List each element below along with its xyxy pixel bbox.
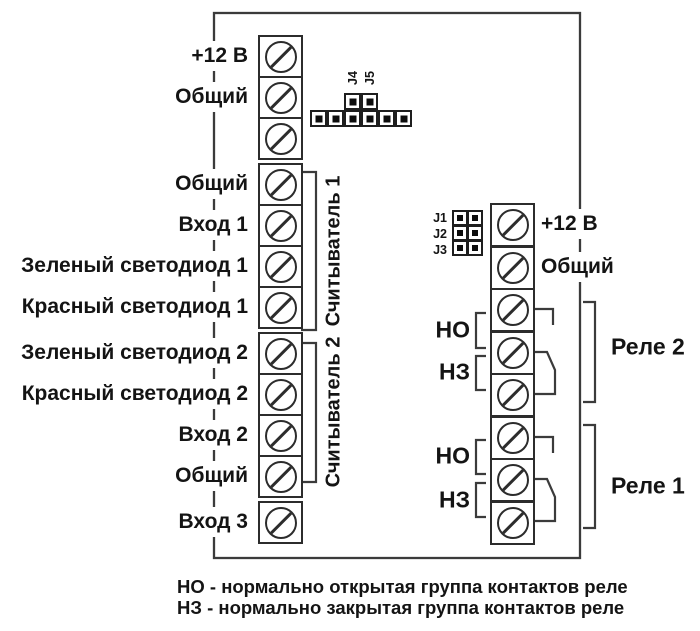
right-terminal-1	[490, 203, 535, 247]
side-jumper-pin-r3c1	[452, 240, 468, 256]
left-terminal-3	[258, 117, 303, 160]
left-terminal-6	[258, 245, 303, 288]
left-terminal-1	[258, 35, 303, 78]
relay1-nc-contact-symbol	[535, 477, 557, 523]
board-outline	[212, 11, 582, 560]
screw-terminal-icon	[496, 464, 529, 496]
screw-terminal-icon	[496, 252, 529, 284]
left-terminal-label-7: Красный светодиод 1	[16, 291, 250, 322]
top-jumper-pin-2	[327, 110, 344, 127]
left-terminal-2	[258, 76, 303, 119]
side-jumper-pin-r2c2	[467, 225, 483, 241]
right-terminal-3	[490, 288, 535, 332]
jumper-j5-label: J5	[363, 71, 377, 85]
left-terminal-label-10: Вход 2	[173, 419, 250, 450]
left-terminal-label-5: Вход 1	[173, 209, 250, 240]
screw-terminal-icon	[264, 506, 297, 539]
right-terminal-2	[490, 246, 535, 290]
screw-terminal-icon	[264, 337, 297, 370]
right-terminal-7	[490, 458, 535, 502]
screw-terminal-icon	[264, 122, 297, 155]
screw-terminal-icon	[264, 291, 297, 324]
side-jumper-pin-r3c2	[467, 240, 483, 256]
relay2-nc-label: НЗ	[438, 358, 470, 385]
left-terminal-7	[258, 286, 303, 329]
screw-terminal-icon	[264, 209, 297, 242]
left-terminal-label-9: Красный светодиод 2	[16, 378, 250, 409]
screw-terminal-icon	[264, 40, 297, 73]
left-terminal-9	[258, 373, 303, 416]
screw-terminal-icon	[264, 81, 297, 114]
screw-terminal-icon	[264, 419, 297, 452]
right-terminal-label-common: Общий	[536, 252, 619, 282]
left-terminal-10	[258, 414, 303, 457]
screw-terminal-icon	[264, 250, 297, 283]
top-jumper-pin-6	[395, 110, 412, 127]
screw-terminal-icon	[496, 379, 529, 411]
left-terminal-12	[258, 501, 303, 544]
relay2-no-contact-symbol	[535, 307, 555, 325]
reader2-bracket	[301, 341, 318, 484]
top-jumper-upper-pin-1	[344, 93, 361, 110]
left-terminal-label-11: Общий	[170, 460, 250, 491]
right-terminal-6	[490, 416, 535, 460]
jumper-j1-label: J1	[433, 211, 447, 225]
screw-terminal-icon	[496, 337, 529, 369]
top-jumper-pin-5	[378, 110, 395, 127]
side-jumper-pin-r1c2	[467, 210, 483, 226]
relay2-nc-contact-symbol	[535, 350, 557, 396]
reader2-label: Считыватель 2	[322, 336, 345, 488]
relay1-group-bracket	[583, 423, 597, 530]
left-terminal-label-2: Общий	[170, 81, 250, 112]
relay1-name: Реле 1	[611, 472, 685, 499]
legend-nc-line: НЗ - нормально закрытая группа контактов…	[177, 597, 625, 618]
right-terminal-label-12v: +12 В	[536, 209, 603, 239]
left-terminal-label-4: Общий	[170, 168, 250, 199]
top-jumper-upper-pin-2	[361, 93, 378, 110]
screw-terminal-icon	[496, 422, 529, 454]
screw-terminal-icon	[264, 460, 297, 493]
right-terminal-4	[490, 331, 535, 375]
side-jumper-pin-r1c1	[452, 210, 468, 226]
screw-terminal-icon	[264, 168, 297, 201]
relay1-no-bracket	[474, 438, 486, 476]
top-jumper-pin-1	[310, 110, 327, 127]
right-terminal-8	[490, 501, 535, 545]
left-terminal-5	[258, 204, 303, 247]
relay1-nc-label: НЗ	[438, 486, 470, 513]
right-terminal-5	[490, 373, 535, 417]
screw-terminal-icon	[496, 507, 529, 539]
reader1-bracket	[301, 170, 318, 332]
left-terminal-11	[258, 455, 303, 498]
top-jumper-pin-3	[344, 110, 361, 127]
jumper-j3-label: J3	[433, 243, 447, 257]
left-terminal-label-8: Зеленый светодиод 2	[16, 337, 250, 368]
legend-no-line: НО - нормально открытая группа контактов…	[177, 576, 628, 597]
jumper-j2-label: J2	[433, 227, 447, 241]
relay2-nc-bracket	[474, 354, 486, 392]
relay2-no-label: НО	[435, 316, 471, 343]
screw-terminal-icon	[496, 294, 529, 326]
jumper-j4-label: J4	[346, 71, 360, 85]
relay1-no-label: НО	[435, 442, 471, 469]
relay1-nc-bracket	[474, 481, 486, 519]
screw-terminal-icon	[496, 209, 529, 241]
left-terminal-label-1: +12 В	[186, 40, 250, 71]
relay1-no-contact-symbol	[535, 435, 555, 453]
reader1-label: Считыватель 1	[322, 175, 345, 327]
screw-terminal-icon	[264, 378, 297, 411]
relay2-name: Реле 2	[611, 333, 685, 360]
relay2-no-bracket	[474, 311, 486, 350]
top-jumper-pin-4	[361, 110, 378, 127]
left-terminal-4	[258, 163, 303, 206]
left-terminal-label-6: Зеленый светодиод 1	[16, 250, 250, 281]
left-terminal-label-12: Вход 3	[173, 506, 250, 537]
relay2-group-bracket	[583, 300, 597, 404]
side-jumper-pin-r2c1	[452, 225, 468, 241]
left-terminal-8	[258, 332, 303, 375]
